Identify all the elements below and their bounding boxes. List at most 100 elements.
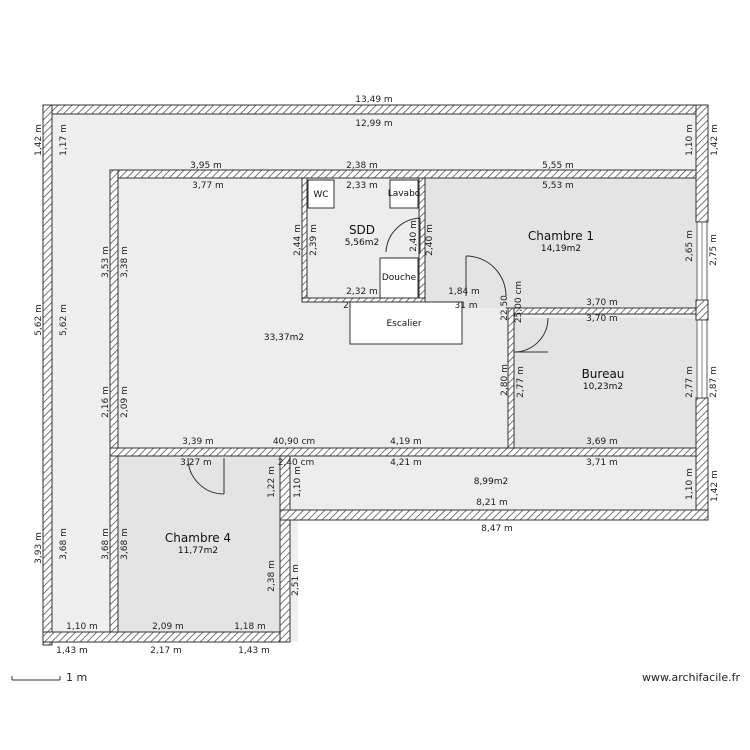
dim-b118: 1,18 m (234, 622, 266, 632)
scale-label: 1 m (66, 671, 87, 684)
dim-right-142: 1,42 m (710, 124, 720, 156)
sdd-name: SDD (349, 223, 375, 237)
dim-sdd-2: 2 (343, 301, 349, 311)
dim-top-outer: 13,49 m (355, 95, 392, 105)
dim-240cm: 2,40 cm (278, 458, 315, 468)
chambre4-floor (118, 456, 280, 632)
dim-l209: 2,09 m (120, 386, 130, 418)
douche-fixture (379, 257, 419, 299)
scale-bar (11, 676, 61, 681)
wall-chambre4-right (279, 509, 291, 643)
dim-371: 3,71 m (586, 458, 618, 468)
bureau-name: Bureau (582, 367, 625, 381)
dim-184: 1,84 m (448, 287, 480, 297)
chambre4-name: Chambre 4 (165, 531, 231, 545)
escalier-fixture (349, 301, 463, 345)
dim-233: 2,33 m (346, 181, 378, 191)
escalier-label: Escalier (386, 319, 421, 329)
dim-b110: 1,10 m (66, 622, 98, 632)
lavabo-fixture (389, 179, 419, 209)
watermark: www.archifacile.fr (642, 671, 740, 684)
dim-395: 3,95 m (190, 161, 222, 171)
wall-sdd-bottom (301, 297, 426, 303)
dim-sdd-240b: 2,40 m (425, 224, 435, 256)
wall-inner-left-upper (109, 169, 119, 451)
dim-r142: 1,42 m (710, 470, 720, 502)
dim-821: 8,21 m (476, 498, 508, 508)
dim-4090: 40,90 cm (273, 437, 315, 447)
dim-b277a: 2,77 m (516, 366, 526, 398)
wc-label: WC (313, 190, 328, 200)
wall-bottom-right (279, 509, 709, 521)
wall-right-upper (695, 104, 709, 223)
dim-sdd-239: 2,39 m (309, 224, 319, 256)
dim-sdd-244: 2,44 m (293, 224, 303, 256)
wall-inner-top (109, 169, 697, 179)
dim-c4-251: 2,51 m (291, 564, 301, 596)
wall-top (42, 104, 709, 115)
door-chambre4 (187, 457, 225, 495)
dim-847: 8,47 m (481, 524, 513, 534)
outside-area (298, 520, 708, 650)
dim-b287: 2,87 m (709, 366, 719, 398)
dim-left-142: 1,42 m (34, 124, 44, 156)
dim-c110: 1,10 m (293, 466, 303, 498)
dim-b277b: 2,77 m (685, 366, 695, 398)
door-chambre1 (465, 255, 507, 297)
dim-31: 31 m (454, 301, 477, 311)
dim-c1-265: 2,65 m (685, 230, 695, 262)
wall-middle-horizontal (109, 447, 697, 457)
dim-c4-238: 2,38 m (267, 560, 277, 592)
wall-right-lower (695, 397, 709, 511)
dim-c122: 1,22 m (267, 466, 277, 498)
dim-left-117: 1,17 m (59, 124, 69, 156)
dim-b280: 2,80 m (500, 364, 510, 396)
chambre1-floor (424, 178, 696, 308)
dim-l216: 2,16 m (101, 386, 111, 418)
dim-419: 4,19 m (390, 437, 422, 447)
dim-l368c: 3,68 m (120, 528, 130, 560)
dim-right-110: 1,10 m (685, 124, 695, 156)
door-sdd (385, 217, 421, 254)
wall-left (42, 104, 53, 646)
chambre1-area: 14,19m2 (541, 244, 581, 254)
douche-label: Douche (382, 273, 417, 283)
dim-top-inner: 12,99 m (355, 119, 392, 129)
dim-b143b: 1,43 m (238, 646, 270, 656)
dim-421: 4,21 m (390, 458, 422, 468)
dim-b143a: 1,43 m (56, 646, 88, 656)
dim-2250: 22,50 (500, 295, 510, 321)
dim-l562b: 5,62 m (59, 304, 69, 336)
wall-couloir-left (279, 455, 291, 511)
wc-fixture (307, 179, 335, 209)
dim-339: 3,39 m (182, 437, 214, 447)
lavabo-label: Lavabo (388, 189, 421, 199)
chambre4-area: 11,77m2 (178, 546, 218, 556)
dim-l393: 3,93 m (34, 532, 44, 564)
wall-right-mid (695, 299, 709, 321)
dim-2500: 25,00 cm (514, 281, 524, 323)
couloir-floor (290, 456, 696, 510)
wall-chambre4-left-inner (109, 455, 119, 633)
couloir-area: 8,99m2 (474, 477, 509, 487)
dim-sdd-232: 2,32 m (346, 287, 378, 297)
sejour-area: 33,37m2 (264, 333, 304, 343)
dim-l338: 3,38 m (120, 246, 130, 278)
dim-sdd-240a: 2,40 m (409, 220, 419, 252)
bureau-area: 10,23m2 (583, 382, 623, 392)
dim-c1-275: 2,75 m (709, 234, 719, 266)
chambre1-name: Chambre 1 (528, 229, 594, 243)
dim-l353: 3,53 m (101, 246, 111, 278)
dim-l368b: 3,68 m (101, 528, 111, 560)
dim-b217: 2,17 m (150, 646, 182, 656)
door-bureau (513, 317, 549, 353)
dim-238: 2,38 m (346, 161, 378, 171)
dim-369: 3,69 m (586, 437, 618, 447)
sdd-area: 5,56m2 (345, 238, 380, 248)
dim-b209: 2,09 m (152, 622, 184, 632)
dim-r110: 1,10 m (685, 468, 695, 500)
dim-l368a: 3,68 m (59, 528, 69, 560)
dim-555: 5,55 m (542, 161, 574, 171)
dim-370a: 3,70 m (586, 298, 618, 308)
